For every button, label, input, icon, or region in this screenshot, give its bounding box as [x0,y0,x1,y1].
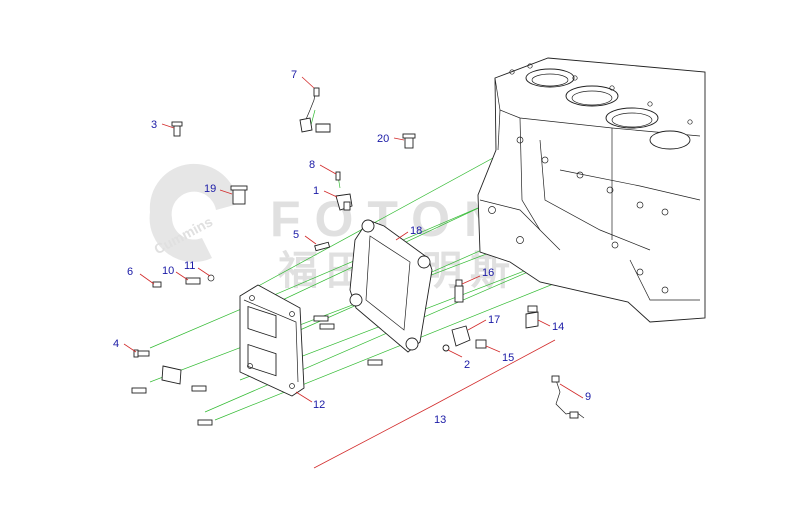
part-20-bolt [402,133,416,149]
part-6-screw [152,281,162,288]
part-5-bolt [314,241,331,252]
callout-15: 15 [502,352,514,364]
part-10-connector [185,277,201,285]
cummins-logo-mark [149,163,238,263]
callout-20: 20 [377,133,389,145]
callout-19: 19 [204,183,216,195]
part-3-bolt [171,121,183,137]
callouts: 1 2 3 4 5 6 7 8 9 10 11 12 13 14 15 16 1… [113,69,591,426]
callout-5: 5 [293,229,299,241]
callout-3: 3 [151,119,157,131]
callout-10: 10 [162,265,174,277]
part-12-control-module [239,284,305,397]
callout-7: 7 [291,69,297,81]
leader-bracket-13 [313,339,556,469]
gasket-plate [161,365,182,385]
part-18-mounting-bracket [349,219,433,353]
part-11-o-ring [207,274,215,282]
part-15-plug [475,339,487,349]
part-14-sensor [525,305,539,329]
callout-9: 9 [585,391,591,403]
part-17-fitting [451,325,471,347]
part-16-sensor [454,279,464,303]
part-4-bolt [133,349,150,358]
callout-4: 4 [113,338,119,350]
callout-6: 6 [127,266,133,278]
engine-block [477,57,706,323]
callout-8: 8 [309,159,315,171]
part-19-sensor [230,185,248,205]
callout-2: 2 [464,359,470,371]
leader-lines [123,76,584,403]
part-1-sensor [335,193,353,211]
part-7-sensor-harness [299,87,331,133]
callout-18: 18 [410,225,422,237]
mounting-bolts [131,315,383,426]
part-2-washer [442,344,450,352]
part-8-screw [335,171,341,181]
callout-1: 1 [313,185,319,197]
callout-14: 14 [552,321,564,333]
part-9-wiring-harness [551,375,585,419]
callout-13: 13 [434,414,446,426]
callout-17: 17 [488,314,500,326]
callout-16: 16 [482,267,494,279]
callout-12: 12 [313,399,325,411]
callout-11: 11 [184,260,195,272]
